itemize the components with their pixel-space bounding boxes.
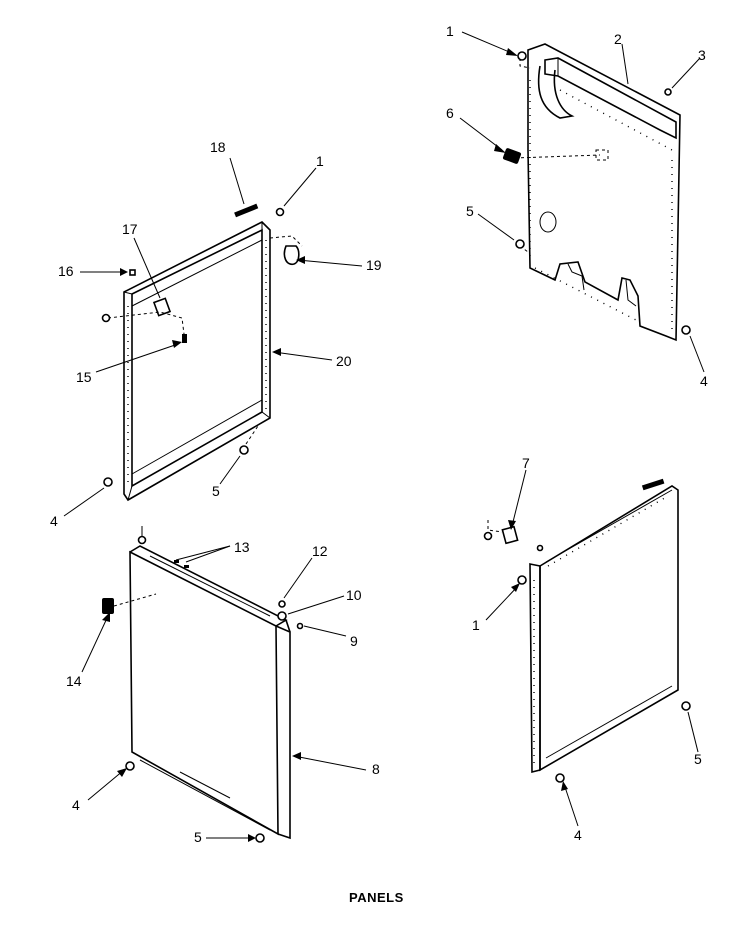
callout-8: 8 — [372, 761, 380, 777]
screw-small — [536, 544, 544, 552]
screw-4 — [103, 477, 113, 487]
diagram-caption: PANELS — [349, 890, 404, 905]
rear-panel-assembly: 1 2 3 6 5 4 — [446, 23, 708, 389]
screw-4 — [555, 773, 565, 783]
screw-1 — [517, 575, 527, 585]
screw-top — [137, 535, 147, 545]
screw-5 — [681, 701, 691, 711]
callout-5: 5 — [212, 483, 220, 499]
callout-1: 1 — [472, 617, 480, 633]
screw-left — [101, 313, 111, 323]
callout-4: 4 — [700, 373, 708, 389]
clip-13b — [184, 565, 189, 568]
strip-top — [641, 478, 665, 491]
callout-5: 5 — [466, 203, 474, 219]
screw-4 — [125, 761, 135, 771]
callout-1: 1 — [316, 153, 324, 169]
callout-4: 4 — [50, 513, 58, 529]
screw-left — [483, 531, 493, 541]
strip-18 — [234, 203, 259, 218]
callout-9: 9 — [350, 633, 358, 649]
side-panel-face — [129, 550, 279, 836]
side-panel-left-assembly: 13 12 10 9 14 8 4 5 — [66, 526, 380, 845]
side-panel-right-assembly: 7 1 5 4 — [472, 455, 702, 843]
callout-4: 4 — [574, 827, 582, 843]
frame-outer — [123, 221, 271, 502]
screw-3 — [664, 88, 672, 96]
callout-6: 6 — [446, 105, 454, 121]
screw-12 — [278, 600, 286, 608]
callout-3: 3 — [698, 47, 706, 63]
callout-15: 15 — [76, 369, 92, 385]
callout-19: 19 — [366, 257, 382, 273]
nut-16 — [129, 269, 136, 276]
screw-1 — [517, 51, 527, 61]
clip-14 — [102, 598, 114, 614]
screw-5 — [515, 239, 525, 249]
callout-18: 18 — [210, 139, 226, 155]
callout-14: 14 — [66, 673, 82, 689]
clip-6 — [502, 148, 522, 164]
callout-20: 20 — [336, 353, 352, 369]
callout-17: 17 — [122, 221, 138, 237]
clip-13a — [174, 560, 179, 563]
washer-10 — [277, 611, 287, 621]
screw-4 — [681, 325, 691, 335]
screw-1 — [275, 207, 285, 217]
callout-4: 4 — [72, 797, 80, 813]
callout-1: 1 — [446, 23, 454, 39]
screw-9 — [296, 622, 304, 630]
callout-2: 2 — [614, 31, 622, 47]
callout-16: 16 — [58, 263, 74, 279]
callout-10: 10 — [346, 587, 362, 603]
callout-5: 5 — [194, 829, 202, 845]
callout-5: 5 — [694, 751, 702, 767]
screw-5 — [255, 833, 265, 843]
callout-7: 7 — [522, 455, 530, 471]
callout-12: 12 — [312, 543, 328, 559]
screw-5 — [239, 445, 249, 455]
screw-15 — [182, 334, 187, 343]
callout-13: 13 — [234, 539, 250, 555]
rear-panel — [527, 43, 681, 342]
bracket-7 — [501, 525, 519, 545]
side-panel-face — [539, 485, 679, 772]
frame-assembly: 18 1 17 16 19 15 20 4 5 — [50, 139, 382, 529]
